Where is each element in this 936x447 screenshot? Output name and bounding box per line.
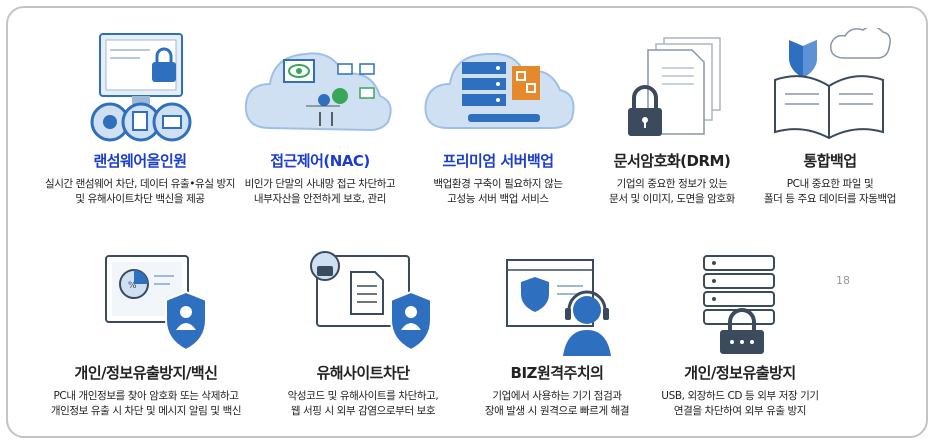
card-desc-line1: 백업환경 구축이 필요하지 않는 xyxy=(433,178,563,190)
card-desc-line2: 개인정보 유출 시 차단 및 메시지 알림 및 백신 xyxy=(50,405,242,417)
card-desc-line2: 폴더 등 주요 데이터를 자동백업 xyxy=(763,193,897,205)
card-title: 개인/정보유출방지/백신 xyxy=(74,364,218,382)
card-title: 프리미엄 서버백업 xyxy=(442,152,554,170)
card-desc-line1: USB, 외장하드 CD 등 외부 저장 기기 xyxy=(661,390,819,402)
card-title: 개인/정보유출방지 xyxy=(684,364,796,382)
card-privacy-vaccine[interactable]: % 개인/정보유출방지/백신 PC내 개인정보를 찾아 암호화 또는 삭제하고 … xyxy=(26,246,266,419)
card-desc-line1: PC내 개인정보를 찾아 암호화 또는 삭제하고 xyxy=(53,390,239,402)
card-desc-line2: 문서 및 이미지, 도면을 암호화 xyxy=(609,193,735,205)
card-desc-line1: PC내 중요한 파일 및 xyxy=(786,178,874,190)
card-desc-line2: 내부자산을 안전하게 보호, 관리 xyxy=(253,193,387,205)
server-lock-icon xyxy=(670,246,810,358)
network-cloud-eye-icon xyxy=(240,28,400,146)
card-title: 랜섬웨어올인원 xyxy=(93,152,187,170)
card-desc-line1: 비인가 단말의 사내망 접근 차단하고 xyxy=(244,178,396,190)
monitor-chart-user-shield-icon: % xyxy=(76,246,216,358)
card-server-backup[interactable]: 프리미엄 서버백업 백업환경 구축이 필요하지 않는 고성능 서버 백업 서비스 xyxy=(408,28,588,207)
card-desc-line2: 웹 서핑 시 외부 감염으로부터 보호 xyxy=(290,405,436,417)
document-lock-icon xyxy=(612,28,732,146)
card-title: 통합백업 xyxy=(803,152,857,170)
server-cloud-icon xyxy=(418,28,578,146)
page-number: 18 xyxy=(836,274,850,287)
remote-support-headset-icon xyxy=(487,246,627,358)
card-desc-line2: 및 유해사이트차단 백신을 제공 xyxy=(75,193,205,205)
card-desc-line1: 실시간 랜섬웨어 차단, 데이터 유출•유실 방지 xyxy=(44,178,236,190)
card-desc-line2: 고성능 서버 백업 서비스 xyxy=(447,193,549,205)
card-harmful-site-block[interactable]: 유해사이트차단 악성코드 및 유해사이트를 차단하고, 웹 서핑 시 외부 감염… xyxy=(258,246,468,419)
card-biz-remote-doctor[interactable]: BIZ원격주치의 기업에서 사용하는 기기 점검과 장애 발생 시 원격으로 빠… xyxy=(462,246,652,419)
card-desc-line1: 기업에서 사용하는 기기 점검과 xyxy=(492,390,622,402)
book-shield-cloud-icon xyxy=(765,28,895,146)
card-title: 문서암호화(DRM) xyxy=(613,152,731,170)
card-desc-line2: 장애 발생 시 원격으로 빠르게 해결 xyxy=(484,405,630,417)
card-title: BIZ원격주치의 xyxy=(510,364,604,382)
card-ransomware[interactable]: 랜섬웨어올인원 실시간 랜섬웨어 차단, 데이터 유출•유실 방지 및 유해사이… xyxy=(20,28,260,207)
ransomware-monitor-lock-icon xyxy=(70,28,210,146)
card-desc-line2: 연결을 차단하여 외부 유출 방지 xyxy=(673,405,807,417)
card-desc-line1: 악성코드 및 유해사이트를 차단하고, xyxy=(287,390,439,402)
monitor-document-shield-icon xyxy=(293,246,433,358)
card-integrated-backup[interactable]: 통합백업 PC내 중요한 파일 및 폴더 등 주요 데이터를 자동백업 xyxy=(744,28,916,207)
svg-text:%: % xyxy=(128,281,137,291)
card-title: 접근제어(NAC) xyxy=(270,152,370,170)
card-data-leak-prevention[interactable]: 개인/정보유출방지 USB, 외장하드 CD 등 외부 저장 기기 연결을 차단… xyxy=(642,246,838,419)
card-desc-line1: 기업의 중요한 정보가 있는 xyxy=(616,178,728,190)
card-drm[interactable]: 문서암호화(DRM) 기업의 중요한 정보가 있는 문서 및 이미지, 도면을 … xyxy=(586,28,758,207)
card-nac[interactable]: 접근제어(NAC) 비인가 단말의 사내망 접근 차단하고 내부자산을 안전하게… xyxy=(222,28,418,207)
card-title: 유해사이트차단 xyxy=(316,364,410,382)
